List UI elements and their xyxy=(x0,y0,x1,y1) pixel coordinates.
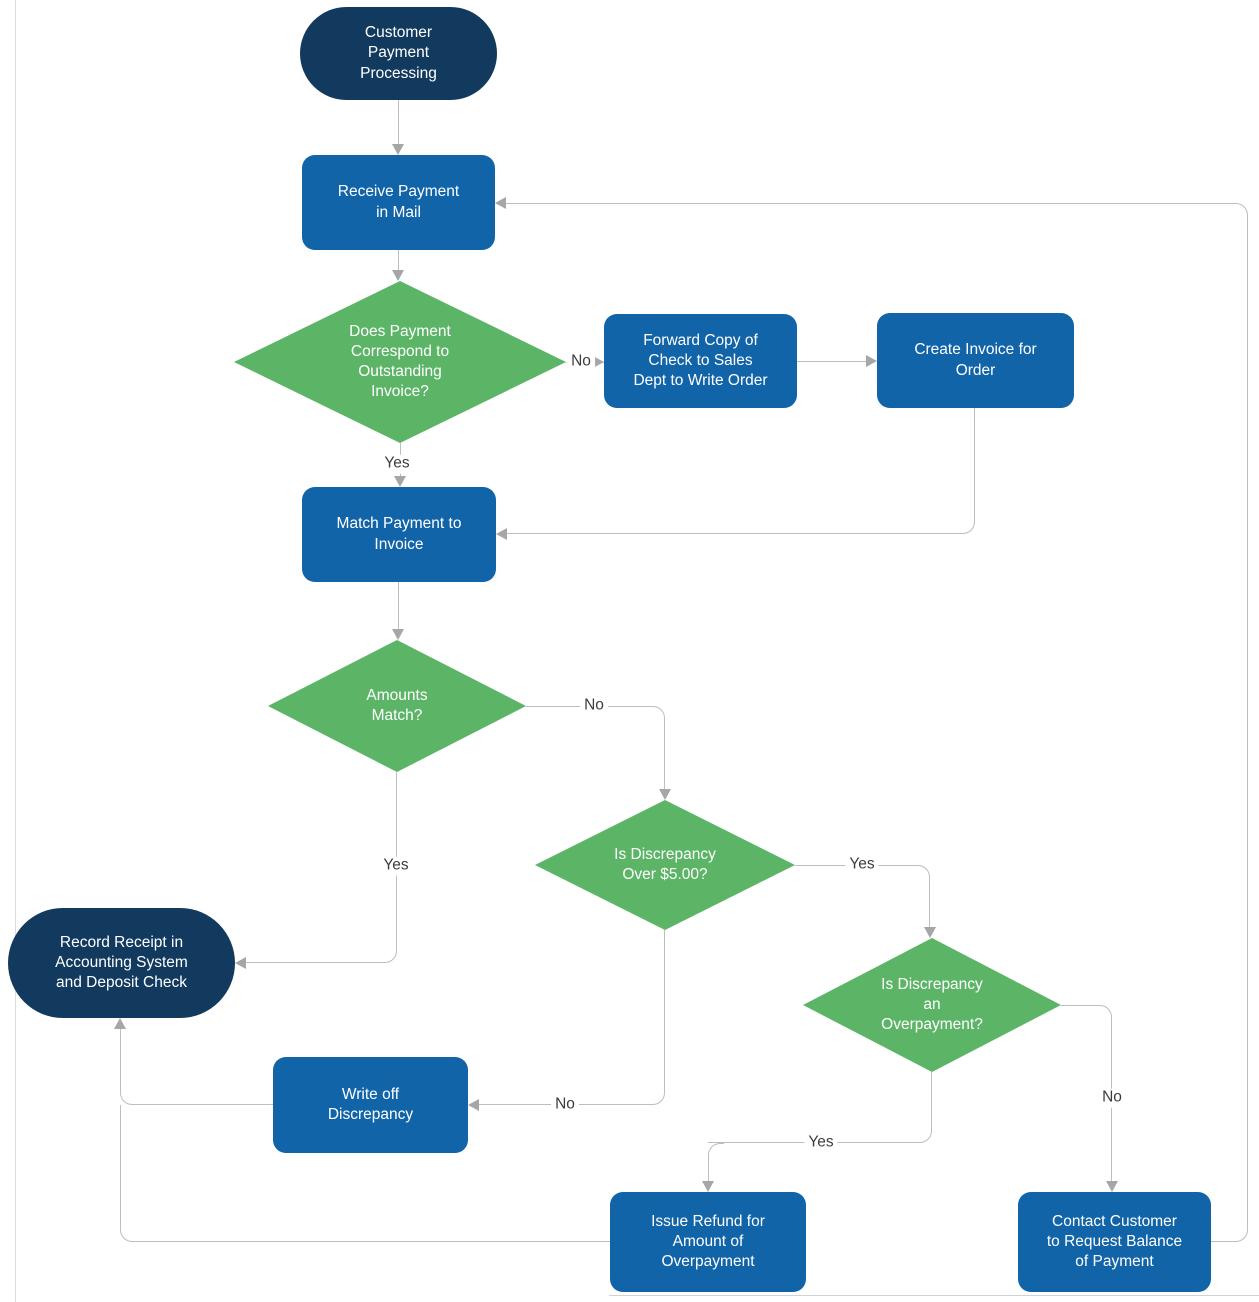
arrowhead xyxy=(1106,1181,1118,1192)
edge-label-yes: Yes xyxy=(380,454,414,474)
node-label: Amounts Match? xyxy=(366,686,428,724)
arrowhead xyxy=(114,1018,126,1029)
terminal-record-receipt-deposit-check[interactable]: Record Receipt in Accounting System and … xyxy=(8,908,235,1018)
process-receive-payment-in-mail[interactable]: Receive Payment in Mail xyxy=(302,155,495,250)
process-write-off-discrepancy[interactable]: Write off Discrepancy xyxy=(273,1057,468,1153)
node-label: Forward Copy of Check to Sales Dept to W… xyxy=(633,331,768,390)
arrowhead xyxy=(659,789,671,800)
arrowhead xyxy=(392,270,404,281)
page-border-bottom xyxy=(609,1295,1259,1296)
arrowhead xyxy=(496,528,507,540)
arrowhead xyxy=(392,629,404,640)
edge-label-no: No xyxy=(580,696,608,716)
node-label: Is Discrepancy an Overpayment? xyxy=(881,975,983,1034)
arrowhead xyxy=(392,144,404,155)
process-create-invoice-for-order[interactable]: Create Invoice for Order xyxy=(877,313,1074,408)
arrowhead xyxy=(924,927,936,938)
edge-label-no: No xyxy=(567,352,595,372)
connector-refund-to-record xyxy=(120,1105,610,1242)
node-label: Write off Discrepancy xyxy=(327,1085,414,1123)
node-label: Receive Payment in Mail xyxy=(337,183,460,221)
arrowhead xyxy=(394,476,406,487)
connector-forward-to-create xyxy=(797,361,866,362)
decision-amounts-match[interactable]: Amounts Match? xyxy=(268,640,526,772)
connector-match-to-decision2 xyxy=(398,582,399,629)
node-label: Is Discrepancy Over $5.00? xyxy=(614,845,716,883)
node-label: Customer Payment Processing xyxy=(360,24,437,82)
edge-label-no: No xyxy=(551,1095,579,1115)
arrowhead xyxy=(593,356,604,368)
connector-receive-to-decision1 xyxy=(398,250,399,270)
node-label: Contact Customer to Request Balance of P… xyxy=(1046,1212,1183,1271)
connector-decision2-yes xyxy=(239,772,397,963)
edge-label-yes: Yes xyxy=(379,856,413,876)
connector-contact-to-receive xyxy=(1211,723,1248,1242)
process-match-payment-to-invoice[interactable]: Match Payment to Invoice xyxy=(302,487,496,582)
arrowhead xyxy=(702,1181,714,1192)
page-border-left xyxy=(15,0,16,1302)
arrowhead xyxy=(468,1099,479,1111)
edge-label-no: No xyxy=(1098,1088,1126,1108)
node-label: Does Payment Correspond to Outstanding I… xyxy=(349,322,451,401)
node-label: Match Payment to Invoice xyxy=(336,515,462,553)
edge-label-yes: Yes xyxy=(845,855,879,875)
process-contact-customer-balance[interactable]: Contact Customer to Request Balance of P… xyxy=(1018,1192,1211,1292)
process-issue-refund-overpayment[interactable]: Issue Refund for Amount of Overpayment xyxy=(610,1192,806,1292)
node-label: Issue Refund for Amount of Overpayment xyxy=(651,1212,765,1271)
connector-start-to-receive xyxy=(398,100,399,144)
connector-writeoff-to-record xyxy=(120,1024,273,1105)
arrowhead xyxy=(235,957,246,969)
process-forward-copy-of-check[interactable]: Forward Copy of Check to Sales Dept to W… xyxy=(604,314,797,408)
connector-decision3-no xyxy=(472,930,665,1105)
arrowhead xyxy=(866,355,877,367)
decision-discrepancy-an-overpayment[interactable]: Is Discrepancy an Overpayment? xyxy=(803,938,1061,1072)
edge-label-yes: Yes xyxy=(804,1133,838,1153)
connector-decision3-yes xyxy=(795,865,930,927)
connector-decision4-yes xyxy=(708,1072,932,1143)
node-label: Record Receipt in Accounting System and … xyxy=(55,933,188,992)
arrowhead xyxy=(495,197,506,209)
connector-contact-to-receive xyxy=(496,203,1248,723)
connector-decision4-yes xyxy=(708,1143,724,1181)
decision-discrepancy-over-5-dollars[interactable]: Is Discrepancy Over $5.00? xyxy=(535,800,795,930)
terminal-customer-payment-processing[interactable]: Customer Payment Processing xyxy=(300,7,497,100)
connector-create-to-match xyxy=(500,408,975,534)
node-label: Create Invoice for Order xyxy=(914,341,1037,379)
